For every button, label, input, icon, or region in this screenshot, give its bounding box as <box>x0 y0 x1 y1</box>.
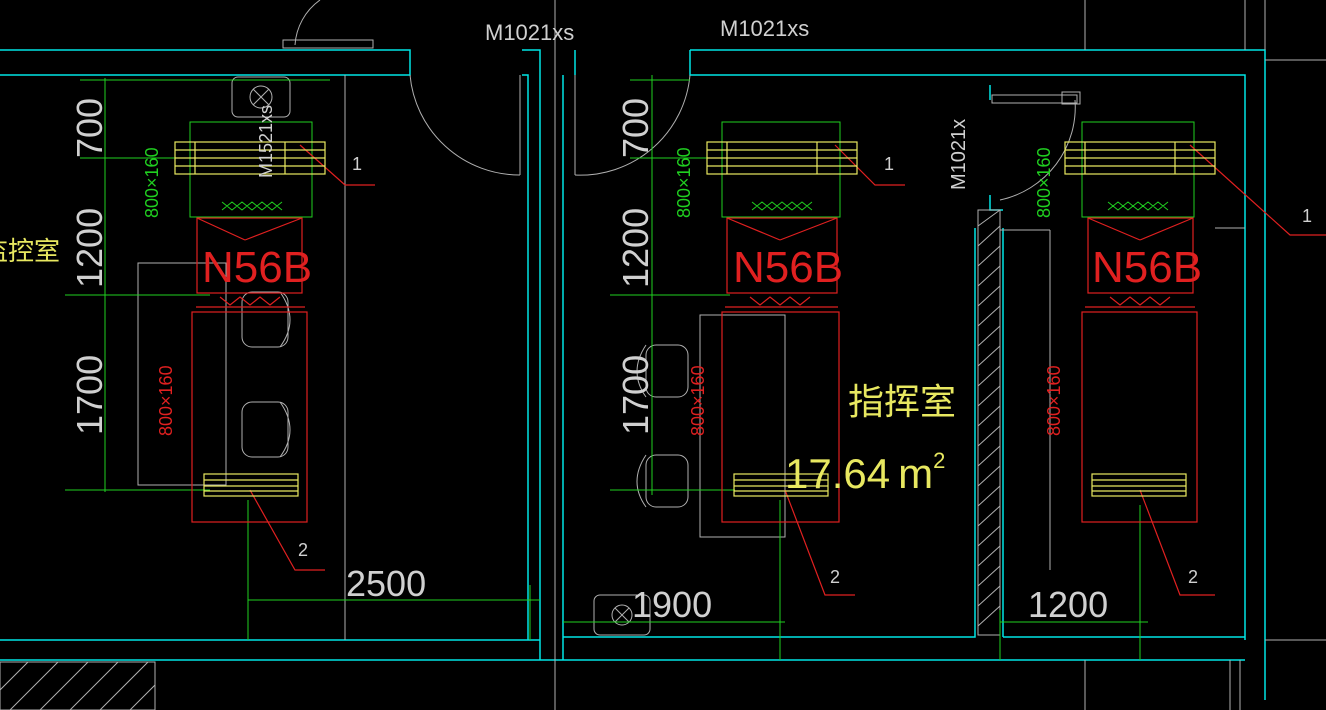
pillar-hatch <box>0 209 1001 710</box>
dim-mid-1700: 1700 <box>615 355 656 435</box>
room-name-left: 监控室 <box>0 237 60 267</box>
grille-symbols <box>221 201 1169 211</box>
unit-model-3: N56B <box>1092 243 1202 292</box>
dim-horiz-1200: 1200 <box>1028 584 1108 625</box>
dim-mid-1200: 1200 <box>615 208 656 288</box>
equipment <box>174 141 1216 497</box>
dimension-lines <box>65 75 1195 660</box>
door-label-4: M1521xs <box>256 105 276 178</box>
room-area-unit: m <box>898 450 933 497</box>
dim-left-1200: 1200 <box>69 208 110 288</box>
unit-model-2: N56B <box>733 243 843 292</box>
dim-left-700: 700 <box>69 98 110 158</box>
duct-size-1: 800×160 <box>142 147 162 218</box>
dim-left-1700: 1700 <box>69 355 110 435</box>
dim-mid-700: 700 <box>615 98 656 158</box>
return-tag-1: 2 <box>298 540 308 560</box>
door-label-3: M1021x <box>948 119 970 190</box>
dim-horiz-2500: 2500 <box>346 563 426 604</box>
room-name-command: 指挥室 <box>848 382 956 423</box>
unit-model-1: N56B <box>202 243 312 292</box>
duct-size-3: 800×160 <box>1034 147 1054 218</box>
supply-tag-1: 1 <box>352 154 362 174</box>
dim-horiz-1900: 1900 <box>632 584 712 625</box>
return-tag-3: 2 <box>1188 567 1198 587</box>
room-area-sup: 2 <box>933 448 945 473</box>
supply-tag-3: 1 <box>1302 206 1312 226</box>
return-tag-2: 2 <box>830 567 840 587</box>
room-area-value: 17.64 <box>785 450 890 497</box>
return-duct-size-1: 800×160 <box>156 365 176 436</box>
door-label-2: M1021xs <box>720 16 809 41</box>
return-duct-size-3: 800×160 <box>1044 365 1064 436</box>
gray-lines <box>137 0 1326 710</box>
supply-tag-2: 1 <box>884 154 894 174</box>
ducts <box>191 144 1326 596</box>
return-duct-size-2: 800×160 <box>688 365 708 436</box>
duct-size-2: 800×160 <box>674 147 694 218</box>
door-label-1: M1021xs <box>485 20 574 45</box>
